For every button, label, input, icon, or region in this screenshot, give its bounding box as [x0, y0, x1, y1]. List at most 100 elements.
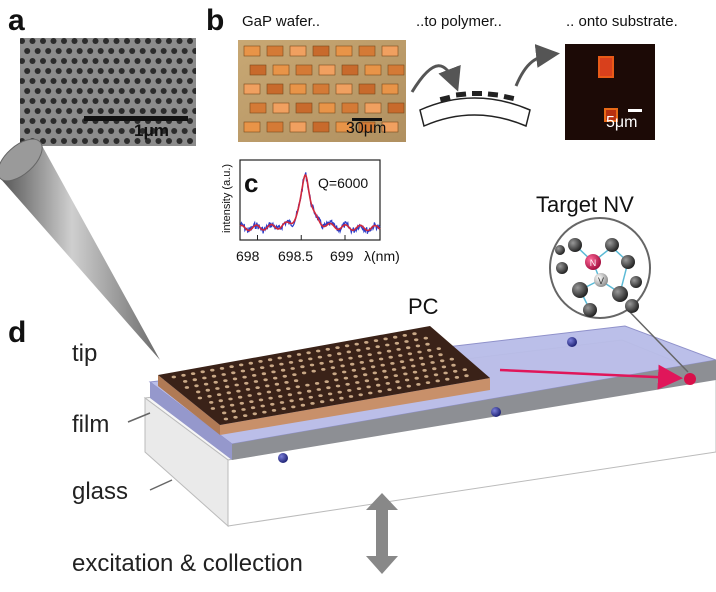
- pc-hole: [332, 372, 337, 376]
- pc-hole: [411, 364, 416, 368]
- sem-hole: [113, 98, 120, 104]
- sem-hole: [134, 78, 141, 84]
- sem-hole: [155, 38, 162, 44]
- sem-hole: [166, 58, 172, 64]
- wafer-pad: [249, 102, 267, 114]
- pc-hole: [327, 354, 332, 357]
- sem-hole: [108, 108, 115, 114]
- pc-hole: [316, 349, 321, 353]
- sem-hole: [24, 88, 31, 94]
- sem-hole: [134, 138, 141, 144]
- sem-hole: [155, 78, 162, 84]
- pc-hole: [330, 366, 336, 369]
- pc-hole: [344, 344, 350, 348]
- sem-hole: [176, 58, 183, 64]
- sem-hole: [160, 88, 167, 94]
- pc-hole: [305, 383, 310, 387]
- sem-hole: [124, 58, 130, 64]
- sem-hole: [198, 118, 204, 124]
- pc-hole: [300, 365, 305, 369]
- sem-hole: [198, 78, 204, 84]
- sem-hole: [66, 108, 73, 114]
- pc-hole: [183, 380, 188, 383]
- sem-hole: [192, 108, 196, 114]
- pc-hole: [209, 401, 214, 404]
- nitrogen-label: N: [590, 258, 597, 268]
- pc-hole: [257, 392, 262, 396]
- pc-hole: [374, 377, 379, 381]
- sem-hole: [171, 88, 178, 94]
- pc-hole: [386, 349, 392, 353]
- step3-caption: .. onto substrate.: [566, 13, 678, 30]
- sem-hole: [34, 68, 41, 74]
- sem-hole: [134, 38, 141, 44]
- target-nv-dot: [684, 373, 696, 385]
- sem-hole: [55, 68, 62, 74]
- pc-hole: [412, 332, 417, 336]
- pc-hole: [449, 357, 454, 361]
- pc-hole: [171, 375, 176, 379]
- wafer-pads: [243, 45, 405, 133]
- step1-caption: GaP wafer..: [242, 13, 321, 30]
- pc-hole: [284, 381, 289, 384]
- sem-hole: [34, 48, 41, 54]
- pc-hole: [211, 374, 217, 378]
- pc-hole: [390, 362, 395, 365]
- tick-label-698: 698: [236, 248, 260, 264]
- pc-hole: [258, 398, 264, 402]
- pc-hole: [380, 363, 385, 367]
- sem-hole: [50, 98, 57, 104]
- wafer-pad: [249, 64, 267, 76]
- sem-hole: [76, 108, 83, 114]
- sem-hole: [82, 78, 88, 84]
- pc-hole: [337, 352, 342, 356]
- wafer-pad: [312, 45, 330, 57]
- sem-hole: [166, 78, 172, 84]
- sem-hole: [187, 38, 193, 44]
- pc-hole: [258, 360, 263, 363]
- tick-label-699: 699: [330, 248, 354, 264]
- pc-hole: [399, 360, 405, 363]
- pc-hole: [365, 347, 371, 350]
- sem-hole: [61, 138, 67, 144]
- wafer-pad: [289, 121, 307, 133]
- pc-hole: [200, 370, 205, 374]
- pc-hole: [269, 364, 274, 368]
- sem-hole: [187, 138, 193, 144]
- sem-hole: [34, 88, 41, 94]
- sem-hole: [20, 38, 25, 44]
- pc-hole: [247, 394, 252, 397]
- pc-hole-array: [171, 332, 469, 421]
- sem-hole: [50, 58, 57, 64]
- sem-hole: [66, 88, 73, 94]
- wafer-pad: [312, 121, 330, 133]
- sem-hole: [134, 98, 141, 104]
- pc-hole: [279, 362, 284, 366]
- sem-hole: [203, 68, 209, 74]
- sem-hole: [24, 48, 31, 54]
- wafer-pad: [272, 64, 290, 76]
- pc-hole: [260, 404, 265, 408]
- sem-hole: [203, 88, 209, 94]
- sem-hole: [82, 38, 88, 44]
- nv-magnifier: N V: [549, 217, 689, 373]
- wafer-pad: [358, 45, 376, 57]
- spectrum-xlabel: λ(nm): [364, 248, 400, 264]
- pc-hole: [308, 395, 313, 399]
- pc-hole: [299, 397, 304, 401]
- pc-hole: [391, 368, 397, 371]
- sem-hole: [66, 128, 73, 134]
- wafer-pad: [335, 83, 353, 95]
- sem-hole: [160, 128, 167, 134]
- pc-hole: [385, 343, 390, 347]
- sem-hole: [87, 88, 94, 94]
- sem-hole: [124, 38, 130, 44]
- pc-hole: [397, 386, 402, 390]
- pc-hole: [210, 407, 216, 410]
- pc-hole: [343, 376, 349, 380]
- pc-hole: [213, 380, 218, 384]
- scale-label-b2: 5μm: [606, 114, 638, 131]
- spectrum-plot: [239, 159, 381, 241]
- wafer-pad: [364, 102, 382, 114]
